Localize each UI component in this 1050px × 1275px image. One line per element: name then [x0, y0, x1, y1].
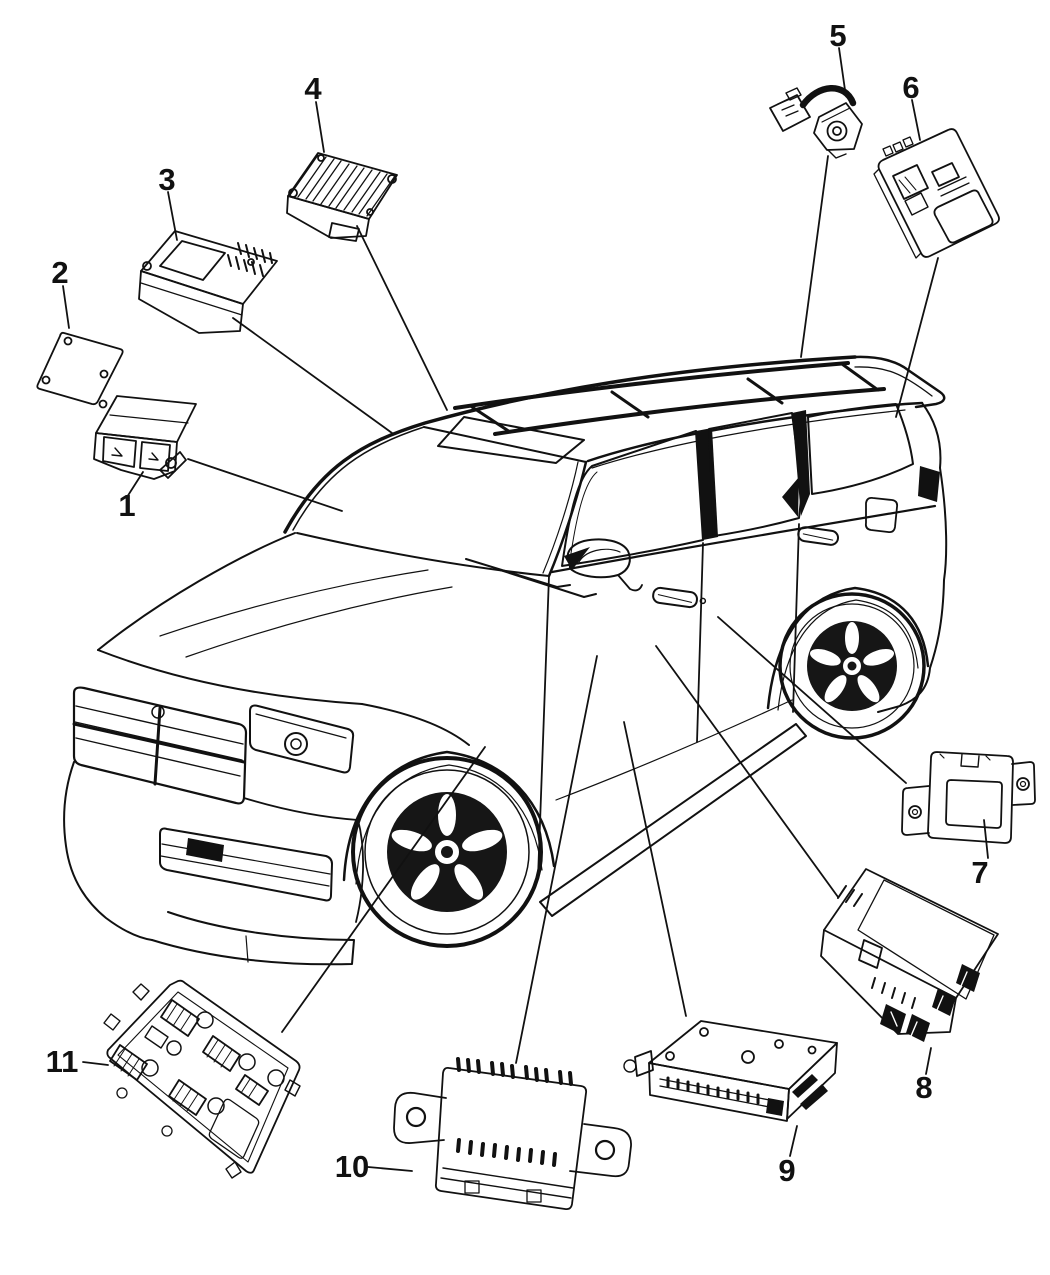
callout-4-label: 4 [304, 71, 322, 106]
callout-leader-lines [62, 47, 989, 1172]
callout-1-label: 1 [118, 488, 135, 523]
callout-2-label: 2 [51, 255, 68, 290]
callout-5-label: 5 [829, 18, 846, 53]
leader-4-to-vehicle [356, 225, 448, 411]
vehicle-bodyside [537, 402, 948, 917]
taillamp [918, 466, 940, 502]
side-mirror [566, 538, 643, 592]
roof-rail-near [493, 387, 886, 436]
vehicle-headlamp [249, 704, 355, 774]
vehicle-hood [97, 532, 470, 746]
vehicle-front-bumper [63, 761, 364, 966]
vehicle-grille [72, 686, 248, 805]
rear-quarter [877, 402, 948, 713]
leader-10-to-vehicle [515, 655, 598, 1064]
module-6-illustration [873, 128, 1000, 259]
rocker-panel [539, 723, 807, 917]
leader-2-to-label [62, 285, 70, 329]
leader-4-to-label [315, 101, 325, 153]
leader-8-to-label [925, 1047, 932, 1075]
leader-1-to-vehicle [187, 458, 343, 512]
module-10-illustration [393, 1057, 632, 1211]
callout-6-label: 6 [902, 70, 919, 105]
fuel-door [864, 496, 899, 534]
leader-6-to-label [911, 99, 921, 141]
front-door-handle [652, 586, 707, 609]
leader-9-to-label [789, 1125, 798, 1157]
module-2-illustration [36, 331, 124, 406]
leader-8-to-vehicle [655, 645, 839, 898]
leader-5-to-label [838, 47, 846, 91]
rear-door-handle [797, 526, 840, 546]
leader-7-to-vehicle [717, 616, 907, 784]
leader-11-to-vehicle [281, 746, 486, 1033]
vehicle-windshield [292, 426, 597, 598]
callout-8-label: 8 [915, 1070, 932, 1105]
rear-wheel [778, 592, 926, 740]
leader-10-to-label [367, 1166, 413, 1172]
front-wheel [351, 756, 543, 948]
c-pillar [792, 410, 810, 516]
module-5-illustration [769, 85, 863, 159]
module-4-illustration [286, 152, 398, 242]
callout-9-label: 9 [778, 1153, 795, 1188]
leader-5-to-vehicle [800, 155, 829, 358]
module-1-illustration [93, 395, 197, 480]
leader-11-to-label [82, 1061, 109, 1066]
roof-rail-far [453, 361, 850, 410]
roof-crossbars [470, 362, 880, 434]
vehicle-illustration [63, 355, 948, 966]
callout-11-label: 11 [46, 1044, 79, 1079]
leader-9-to-vehicle [623, 721, 687, 1017]
leader-7-to-label [983, 819, 989, 859]
leader-6-to-vehicle [895, 257, 939, 418]
module-9-illustration [623, 1020, 838, 1122]
vehicle-windows [561, 403, 914, 570]
callout-3-label: 3 [158, 162, 175, 197]
leader-3-to-vehicle [232, 317, 393, 434]
leader-1-to-label [126, 471, 144, 498]
module-3-illustration [138, 230, 278, 334]
leader-3-to-label [167, 191, 178, 241]
module-11-illustration [103, 979, 301, 1179]
module-7-illustration [901, 751, 1036, 844]
wiper-blades [465, 558, 597, 598]
callout-7-label: 7 [971, 855, 988, 890]
module-8-illustration [820, 868, 999, 1042]
vehicle-roof [283, 355, 946, 534]
callout-10-label: 10 [335, 1149, 369, 1184]
